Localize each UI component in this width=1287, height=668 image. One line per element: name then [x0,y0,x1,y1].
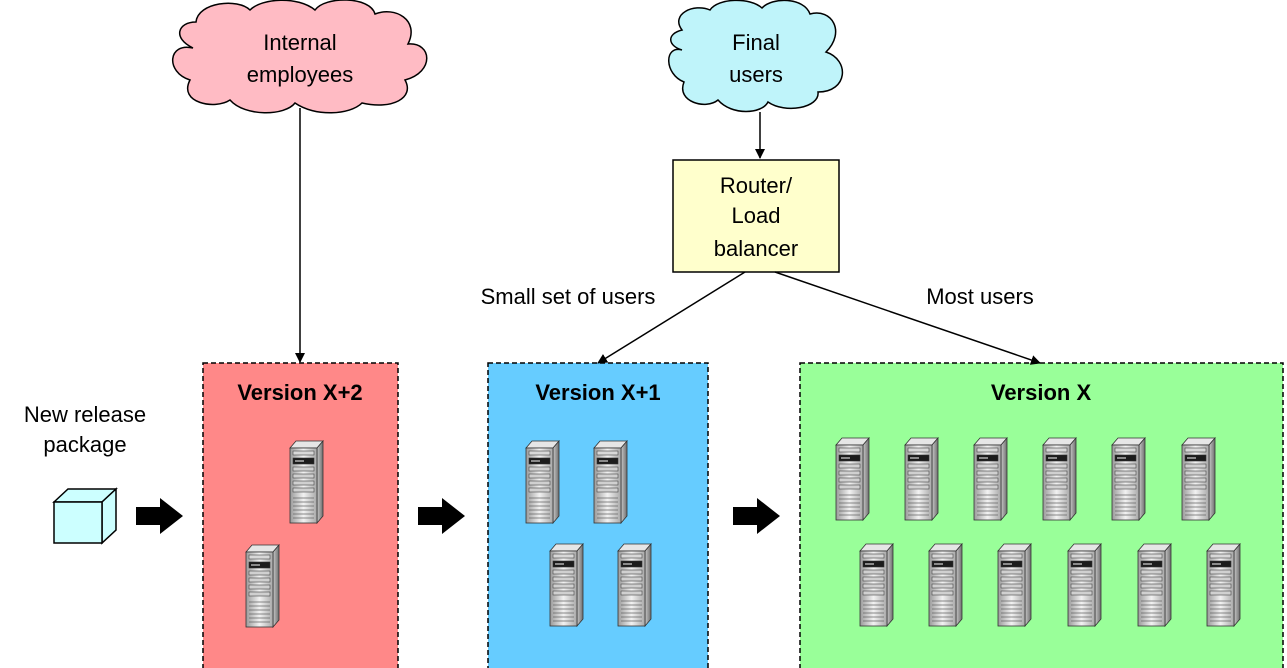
version-x1-group: Version X+1 [487,362,709,668]
server-icon [904,437,939,521]
server-icon [859,543,894,627]
router-to-x-arrow [774,271,1041,365]
internal-employees-cloud: Internal employees [172,0,428,114]
version-x-group: Version X [799,362,1284,668]
cube-front-face [53,501,103,544]
server-icon [1181,437,1216,521]
router-label-line1: Router/ [720,173,793,198]
version-x-label: Version X [991,380,1092,405]
server-icon [997,543,1032,627]
release-label-line2: package [43,432,126,457]
package-cube-icon [52,487,118,545]
final-users-cloud: Final users [668,0,843,113]
version-x2-label: Version X+2 [237,380,362,405]
flow-arrow-icon [136,498,183,534]
router-to-x1-arrow [597,271,746,364]
server-icon [1111,437,1146,521]
cloud-label-line2: users [729,62,783,87]
cloud-label-line1: Final [732,30,780,55]
server-icon [1137,543,1172,627]
server-icon [1067,543,1102,627]
flow-arrow-icon [733,498,780,534]
server-icon [525,440,560,524]
most-users-label: Most users [926,284,1034,309]
release-label-line1: New release [24,402,146,427]
server-icon [289,440,324,524]
flow-arrow-icon [418,498,465,534]
server-icon [1206,543,1241,627]
server-icon [973,437,1008,521]
server-icon [835,437,870,521]
server-icon [617,543,652,627]
cloud-label-line2: employees [247,62,353,87]
server-icon [928,543,963,627]
cloud-label-line1: Internal [263,30,336,55]
server-icon [593,440,628,524]
version-x2-group: Version X+2 [202,362,399,668]
cloud-shape [172,0,428,114]
router-box [672,159,840,273]
small-set-of-users-label: Small set of users [481,284,656,309]
router-load-balancer: Router/ Load balancer [672,159,840,273]
router-label-line2: Load [732,203,781,228]
router-label-line3: balancer [714,236,798,261]
server-icon [549,543,584,627]
cloud-shape [668,0,843,113]
version-x1-label: Version X+1 [535,380,660,405]
server-icon [1042,437,1077,521]
server-icon [245,544,280,628]
